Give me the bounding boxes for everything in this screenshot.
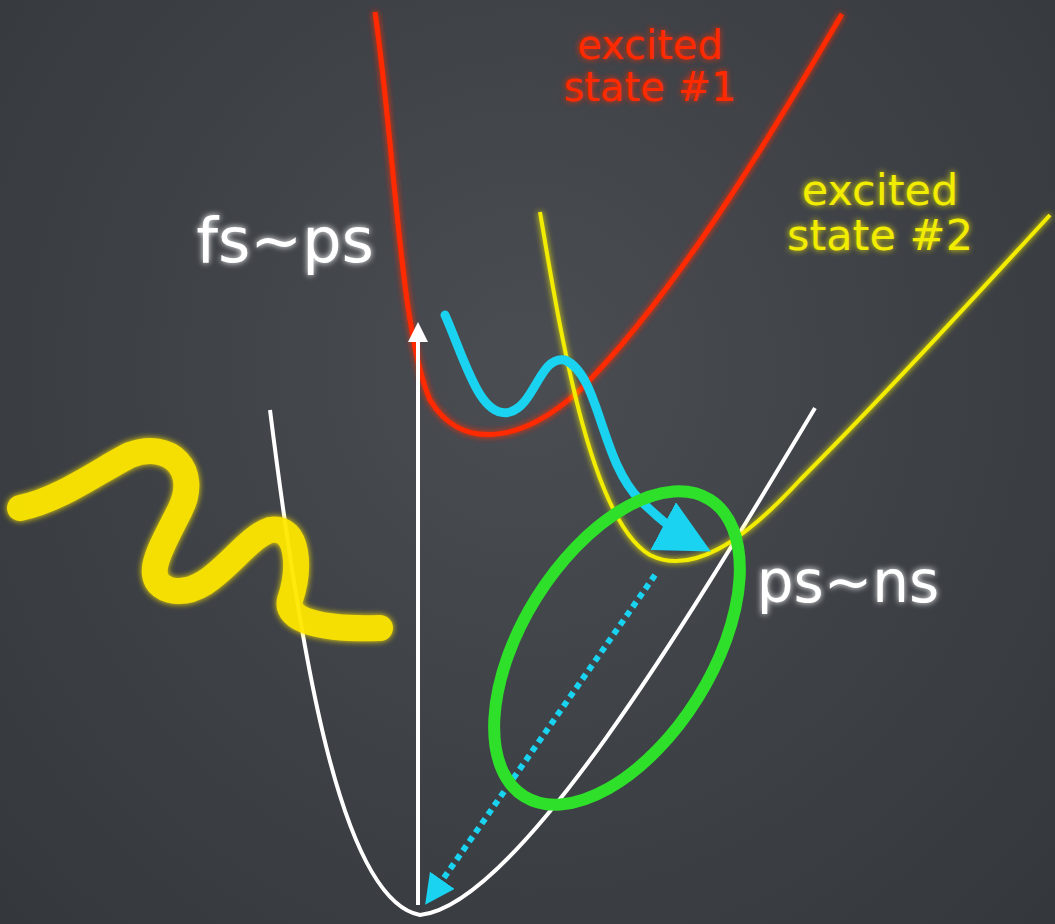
state-label: excited state #1 [540,24,760,108]
timescale-label: ps~ns [738,552,958,613]
timescale-label: fs~ps [170,208,400,273]
ground-state-curve [270,408,815,915]
highlight-ellipse [444,449,791,847]
excitation-arrow [416,330,420,905]
emission-arrow [432,575,655,895]
state-label: excited state #2 [760,168,1000,258]
excited-state-1-curve [375,12,842,435]
relaxation-path [445,315,695,543]
photon-squiggle [20,451,380,628]
